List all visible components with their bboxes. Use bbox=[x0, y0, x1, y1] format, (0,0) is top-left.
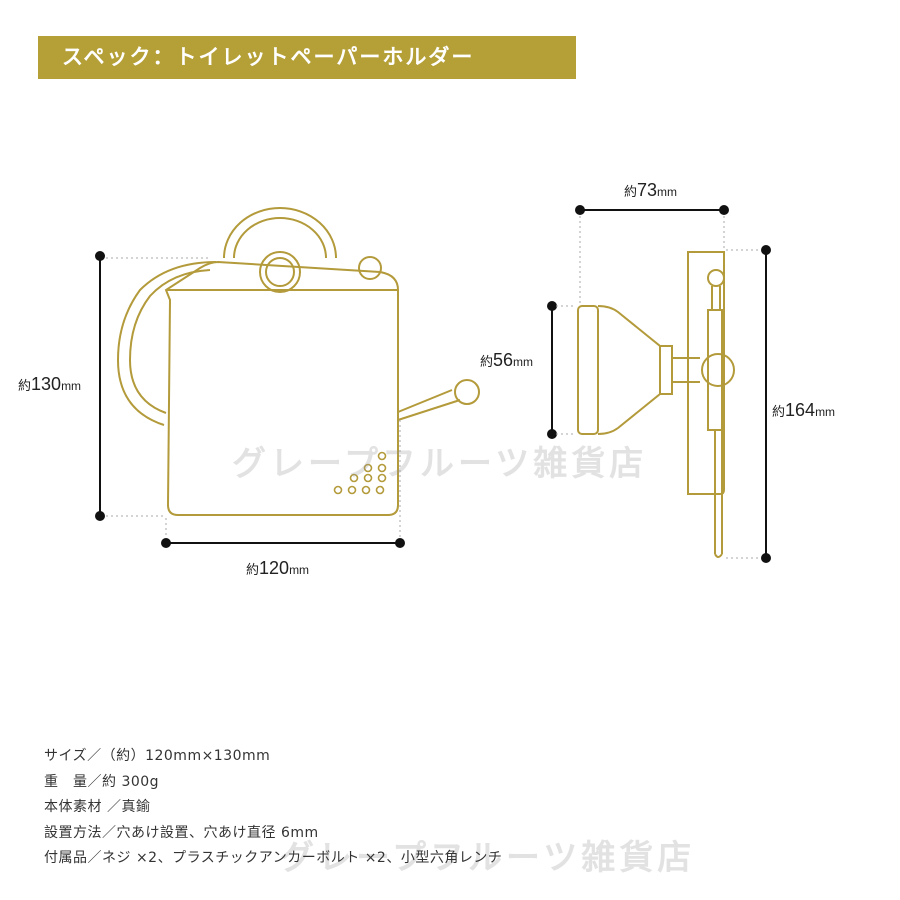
side-knob bbox=[701, 353, 735, 387]
label-unit: mm bbox=[61, 379, 82, 393]
spec-list: サイズ／（約）120mm×130mm 重 量／約 300g 本体素材 ／真鍮 設… bbox=[44, 744, 502, 872]
label-prefix: 約 bbox=[246, 562, 260, 577]
front-view-drawing bbox=[116, 207, 480, 516]
label-value: 130 bbox=[31, 374, 62, 394]
label-prefix: 約 bbox=[624, 184, 638, 199]
side-view-drawing bbox=[577, 251, 735, 558]
front-dimension-lines bbox=[95, 251, 405, 548]
spec-installation: 設置方法／穴あけ設置、穴あけ直径 6mm bbox=[44, 824, 319, 841]
side-height-label: 約164mm bbox=[772, 400, 835, 421]
label-prefix: 約 bbox=[480, 354, 494, 369]
watermark-bottom: グレープフルーツ雑貨店 bbox=[280, 838, 696, 878]
label-value: 120 bbox=[259, 558, 290, 578]
label-unit: mm bbox=[815, 405, 836, 419]
front-height-label: 約130mm bbox=[18, 374, 81, 395]
label-unit: mm bbox=[513, 355, 534, 369]
holder-arm bbox=[116, 261, 217, 426]
holder-knob bbox=[259, 251, 301, 293]
watermark: グレープフルーツ雑貨店 bbox=[232, 444, 648, 484]
holder-dome bbox=[223, 207, 337, 259]
spec-weight: 重 量／約 300g bbox=[44, 773, 160, 790]
side-dimension-lines bbox=[547, 205, 771, 563]
label-value: 56 bbox=[493, 350, 514, 370]
holder-spindle bbox=[397, 389, 461, 421]
side-depth-label: 約73mm bbox=[624, 180, 677, 201]
label-prefix: 約 bbox=[18, 378, 32, 393]
label-unit: mm bbox=[289, 563, 310, 577]
label-value: 164 bbox=[785, 400, 816, 420]
dot-pattern bbox=[333, 451, 387, 495]
label-value: 73 bbox=[637, 180, 658, 200]
spec-size: サイズ／（約）120mm×130mm bbox=[44, 748, 271, 764]
side-cover bbox=[687, 251, 725, 495]
side-base-label: 約56mm bbox=[480, 350, 533, 371]
spec-accessories: 付属品／ネジ ×2、プラスチックアンカーボルト ×2、小型六角レンチ bbox=[44, 850, 503, 866]
label-unit: mm bbox=[657, 185, 678, 199]
front-width-label: 約120mm bbox=[246, 558, 309, 579]
side-wall-plate bbox=[577, 305, 599, 435]
label-prefix: 約 bbox=[772, 404, 786, 419]
spec-material: 本体素材 ／真鍮 bbox=[44, 799, 151, 815]
page-title: スペック：トイレットペーパーホルダー bbox=[38, 36, 576, 79]
